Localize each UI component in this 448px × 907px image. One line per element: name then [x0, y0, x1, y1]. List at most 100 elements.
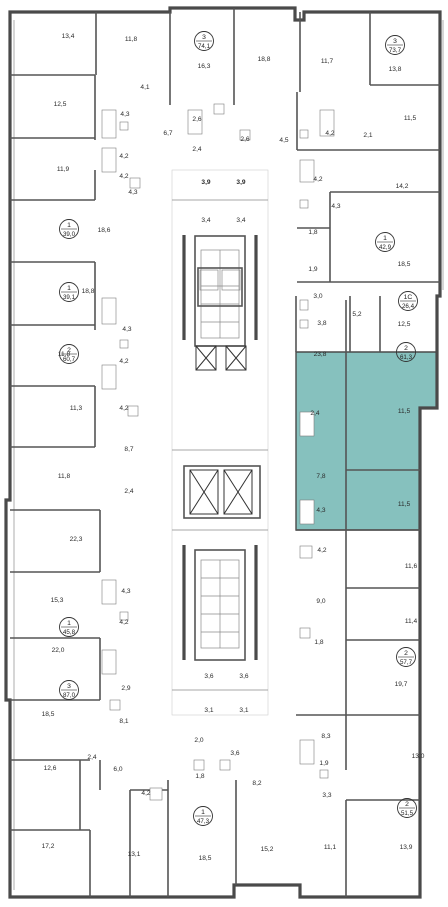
room-area-label: 4,2	[141, 790, 150, 797]
room-area-label: 18,5	[199, 855, 212, 862]
apartment-rooms: 1	[201, 809, 205, 816]
room-area-label: 3,3	[322, 792, 331, 799]
room-area-label: 1,8	[314, 639, 323, 646]
apartment-area: 39,0	[63, 231, 76, 238]
apartment-area: 47,3	[197, 818, 210, 825]
room-area-label: 13,9	[400, 844, 413, 851]
room-area-label: 7,8	[316, 473, 325, 480]
apartment-rooms: 3	[67, 683, 71, 690]
room-area-label: 17,2	[42, 843, 55, 850]
room-area-label: 18,5	[42, 711, 55, 718]
room-area-label: 2,9	[121, 685, 130, 692]
room-area-label: 6,0	[113, 766, 122, 773]
apartment-rooms: 1	[67, 285, 71, 292]
room-area-label: 2,4	[87, 754, 96, 761]
room-area-label: 23,8	[314, 351, 327, 358]
building-core	[171, 169, 269, 716]
apartment-marker[interactable]	[398, 291, 418, 311]
room-area-label: 5,2	[352, 311, 361, 318]
room-area-label: 11,9	[57, 166, 70, 173]
room-area-label: 3,1	[204, 707, 213, 714]
room-area-label: 2,6	[192, 116, 201, 123]
room-area-label: 11,3	[70, 405, 83, 412]
room-area-label: 3,6	[239, 673, 248, 680]
apartment-marker[interactable]	[59, 617, 79, 637]
room-area-label: 2,4	[192, 146, 201, 153]
apartment-marker[interactable]	[59, 680, 79, 700]
room-area-label: 4,3	[316, 507, 325, 514]
apartment-rooms: 1	[67, 620, 71, 627]
apartment-marker[interactable]	[193, 806, 213, 826]
room-area-label: 18,8	[258, 56, 271, 63]
apartment-area: 51,5	[401, 810, 414, 817]
room-area-label: 11,4	[405, 618, 418, 625]
room-area-label: 3,0	[313, 293, 322, 300]
apartment-marker[interactable]	[59, 344, 79, 364]
room-area-label: 3,1	[239, 707, 248, 714]
room-area-label: 22,0	[52, 647, 65, 654]
room-area-label: 11,7	[321, 58, 334, 65]
apartment-marker[interactable]	[396, 647, 416, 667]
apartment-marker[interactable]	[194, 31, 214, 51]
room-area-label: 18,8	[82, 288, 95, 295]
room-area-label: 4,2	[313, 176, 322, 183]
room-area-label: 12,5	[54, 101, 67, 108]
room-area-label: 4,2	[119, 173, 128, 180]
room-area-label: 6,7	[163, 130, 172, 137]
apartment-area: 61,3	[400, 354, 413, 361]
room-area-label: 11,8	[58, 473, 71, 480]
room-area-label: 14,2	[396, 183, 409, 190]
apartment-area: 57,7	[400, 659, 413, 666]
room-area-label: 4,2	[119, 358, 128, 365]
room-area-label: 12,5	[398, 321, 411, 328]
apartment-rooms: 1	[383, 235, 387, 242]
apartment-rooms: 2	[67, 347, 71, 354]
room-area-label: 4,1	[140, 84, 149, 91]
room-area-label: 4,3	[120, 111, 129, 118]
room-area-label: 11,1	[324, 844, 337, 851]
apartment-rooms: 1	[67, 222, 71, 229]
room-area-label: 11,5	[398, 501, 411, 508]
apartment-rooms: 3	[393, 38, 397, 45]
room-area-label: 19,7	[395, 681, 408, 688]
apartment-marker[interactable]	[59, 219, 79, 239]
room-area-label: 4,3	[128, 189, 137, 196]
room-area-label: 8,2	[252, 780, 261, 787]
room-area-label: 13,1	[128, 851, 141, 858]
room-area-label: 4,2	[119, 619, 128, 626]
apartment-area: 73,7	[389, 47, 402, 54]
outer-walls	[4, 6, 444, 899]
room-area-label: 2,1	[363, 132, 372, 139]
room-area-label: 2,0	[194, 737, 203, 744]
room-area-label: 11,5	[404, 115, 417, 122]
room-area-label: 9,0	[316, 598, 325, 605]
apartment-highlight[interactable]	[295, 351, 438, 531]
room-area-label: 3,9	[201, 179, 210, 186]
partition-walls	[10, 8, 440, 897]
room-area-label: 18,5	[398, 261, 411, 268]
apartment-marker[interactable]	[397, 798, 417, 818]
room-area-label: 11,8	[58, 351, 71, 358]
room-area-label: 13,0	[412, 753, 425, 760]
apartment-marker[interactable]	[396, 342, 416, 362]
room-area-label: 13,4	[62, 33, 75, 40]
room-area-label: 13,8	[389, 66, 402, 73]
room-area-label: 3,4	[201, 217, 210, 224]
room-area-label: 4,2	[119, 153, 128, 160]
apartment-marker[interactable]	[385, 35, 405, 55]
room-area-label: 3,9	[236, 179, 245, 186]
room-area-label: 22,3	[70, 536, 83, 543]
room-area-label: 3,8	[317, 320, 326, 327]
room-area-label: 4,3	[121, 588, 130, 595]
room-area-label: 2,4	[124, 488, 133, 495]
room-area-label: 11,5	[398, 408, 411, 415]
apartment-area: 26,4	[402, 303, 415, 310]
apartment-marker[interactable]	[375, 232, 395, 252]
apartment-marker[interactable]	[59, 282, 79, 302]
room-area-label: 3,4	[236, 217, 245, 224]
room-area-label: 3,6	[204, 673, 213, 680]
room-area-label: 8,1	[119, 718, 128, 725]
